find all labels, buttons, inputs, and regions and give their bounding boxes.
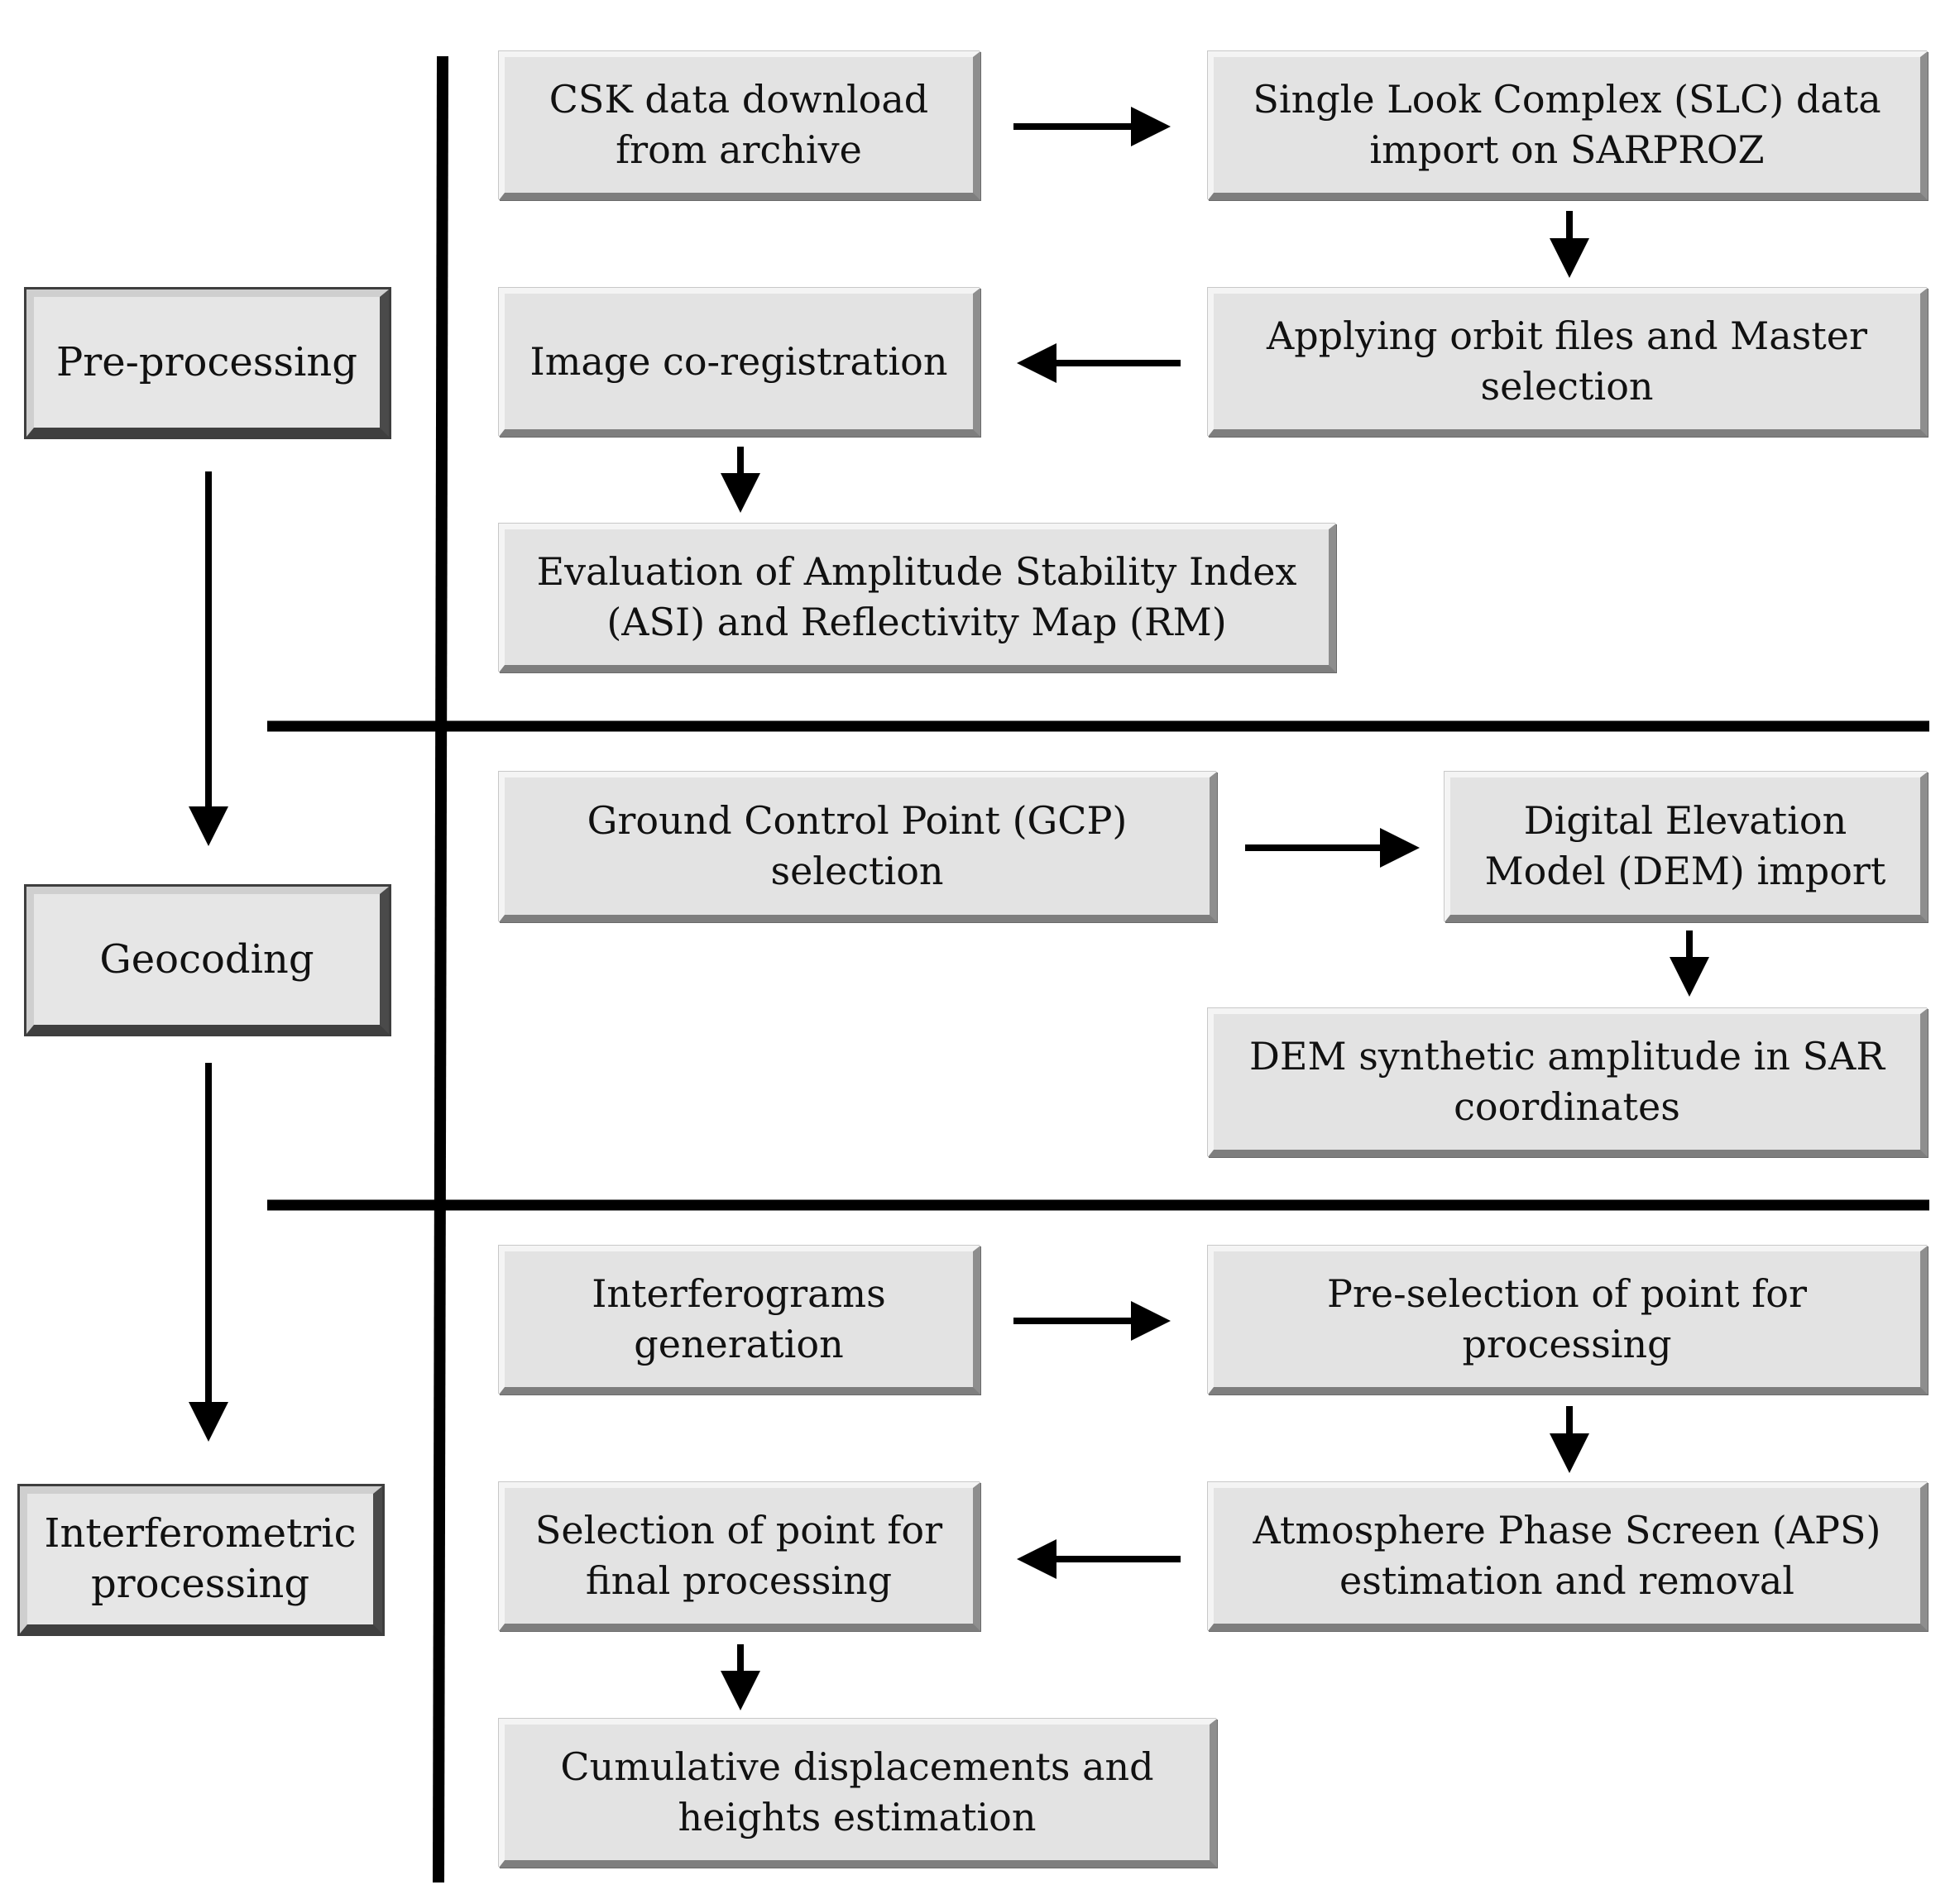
step-csk-data-download: CSK data download from archive — [499, 51, 980, 200]
step-image-coregistration-label: Image co-registration — [529, 338, 948, 384]
step-orbit-files-master: Applying orbit files and Master selectio… — [1208, 288, 1928, 437]
step-dem-synthetic-amplitude-label: DEM synthetic amplitude in SAR coordinat… — [1249, 1034, 1885, 1129]
stage-interferometric-label: Interferometric processing — [44, 1510, 357, 1607]
stage-geocoding: Geocoding — [26, 887, 389, 1034]
step-aps-estimation-removal-label: Atmosphere Phase Screen (APS) estimation… — [1253, 1508, 1881, 1603]
step-cumulative-displacements-label: Cumulative displacements and heights est… — [560, 1744, 1154, 1839]
step-slc-data-import: Single Look Complex (SLC) data import on… — [1208, 51, 1928, 200]
stage-interferometric-processing: Interferometric processing — [20, 1486, 382, 1634]
step-interferograms-generation: Interferograms generation — [499, 1246, 980, 1395]
step-dem-synthetic-amplitude: DEM synthetic amplitude in SAR coordinat… — [1208, 1008, 1928, 1157]
step-gcp-selection: Ground Control Point (GCP) selection — [499, 772, 1217, 922]
step-final-point-selection-label: Selection of point for final processing — [534, 1508, 943, 1603]
step-final-point-selection: Selection of point for final processing — [499, 1482, 980, 1631]
step-aps-estimation-removal: Atmosphere Phase Screen (APS) estimation… — [1208, 1482, 1928, 1631]
step-cumulative-displacements: Cumulative displacements and heights est… — [499, 1719, 1217, 1868]
step-asi-rm-evaluation-label: Evaluation of Amplitude Stability Index … — [536, 549, 1297, 644]
step-dem-import: Digital Elevation Model (DEM) import — [1445, 772, 1928, 922]
step-image-coregistration: Image co-registration — [499, 288, 980, 437]
stage-preprocessing: Pre-processing — [26, 289, 389, 437]
step-slc-data-import-label: Single Look Complex (SLC) data import on… — [1253, 77, 1881, 172]
stage-preprocessing-label: Pre-processing — [56, 338, 357, 385]
step-csk-data-download-label: CSK data download from archive — [549, 77, 929, 172]
step-gcp-selection-label: Ground Control Point (GCP) selection — [587, 798, 1128, 893]
step-asi-rm-evaluation: Evaluation of Amplitude Stability Index … — [499, 524, 1336, 672]
step-interferograms-generation-label: Interferograms generation — [592, 1271, 886, 1366]
step-orbit-files-master-label: Applying orbit files and Master selectio… — [1267, 313, 1867, 409]
step-point-preselection: Pre-selection of point for processing — [1208, 1246, 1928, 1395]
step-dem-import-label: Digital Elevation Model (DEM) import — [1484, 798, 1886, 893]
stage-geocoding-label: Geocoding — [99, 935, 314, 983]
vertical-separator-line — [433, 55, 448, 1883]
step-point-preselection-label: Pre-selection of point for processing — [1326, 1271, 1807, 1366]
